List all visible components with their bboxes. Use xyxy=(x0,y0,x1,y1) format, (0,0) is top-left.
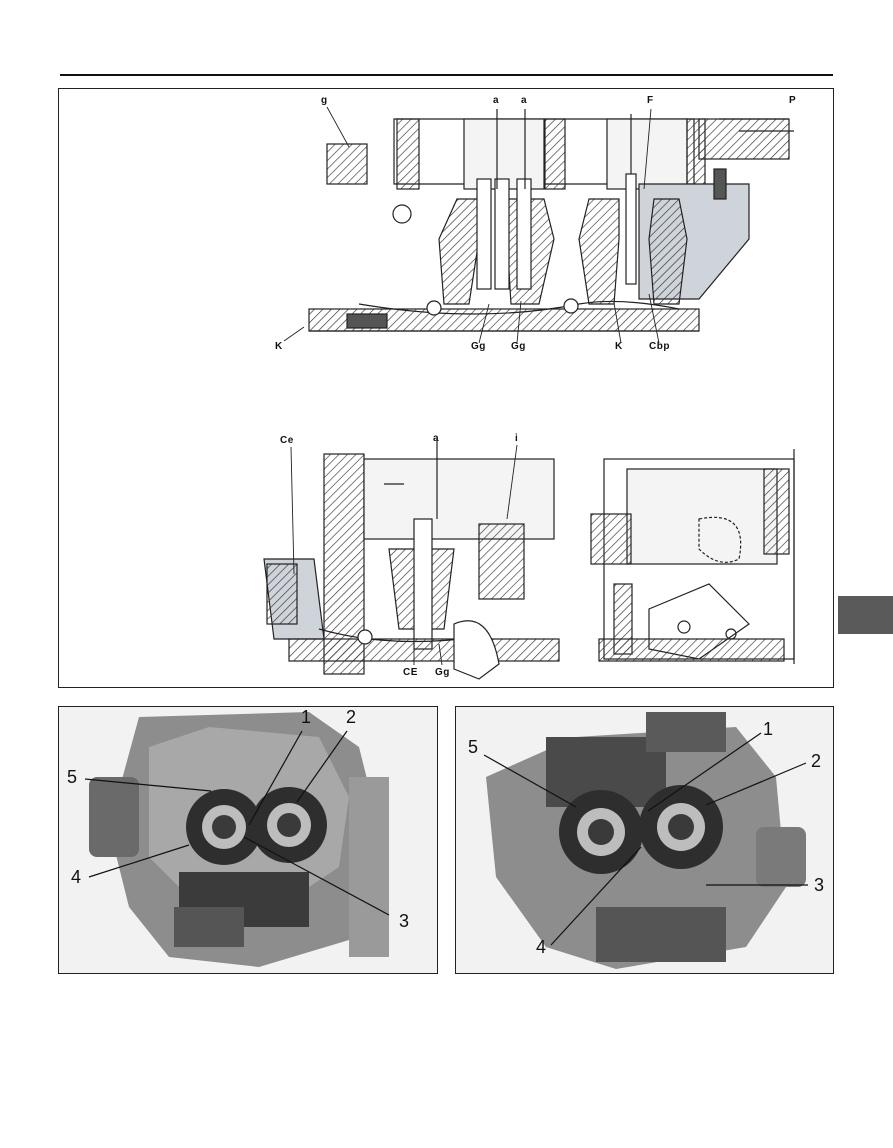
label-CE: CE xyxy=(403,667,418,678)
label-P: P xyxy=(789,95,797,106)
label-Gg-lower: Gg xyxy=(435,667,450,678)
right-callout-2: 2 xyxy=(811,751,822,771)
label-Cbp: Cbp xyxy=(649,341,670,352)
label-Gg-1: Gg xyxy=(471,341,486,352)
lower-section-right xyxy=(590,449,795,664)
label-a-2: a xyxy=(521,95,528,106)
left-callout-3: 3 xyxy=(399,911,410,931)
photo-right-image xyxy=(456,707,833,973)
label-Ce: Ce xyxy=(280,435,294,446)
photo-right: 1 2 3 4 5 xyxy=(455,706,834,974)
right-callout-1: 1 xyxy=(763,719,774,739)
right-callout-5: 5 xyxy=(468,737,479,757)
label-Gg-2: Gg xyxy=(511,341,526,352)
label-i: i xyxy=(515,433,519,444)
header-rule xyxy=(60,74,833,76)
left-callout-5: 5 xyxy=(67,767,78,787)
photo-left: 1 2 3 4 5 xyxy=(58,706,438,974)
left-callout-4: 4 xyxy=(71,867,82,887)
label-a-1: a xyxy=(493,95,500,106)
right-callout-3: 3 xyxy=(814,875,825,895)
upper-section xyxy=(308,99,799,349)
label-K-left: K xyxy=(275,341,283,352)
label-F: F xyxy=(647,95,654,106)
photo-left-image xyxy=(59,707,437,973)
cross-section-figure: g a a F P K Gg Gg K Cbp Ce a i CE Gg xyxy=(58,88,834,688)
left-callout-1: 1 xyxy=(301,707,312,727)
left-callout-2: 2 xyxy=(346,707,357,727)
right-callout-4: 4 xyxy=(536,937,547,957)
lower-section-left xyxy=(263,439,560,680)
label-g: g xyxy=(321,95,328,106)
chapter-tab xyxy=(838,596,893,634)
label-a-lower: a xyxy=(433,433,440,444)
label-K-right: K xyxy=(615,341,623,352)
carburettor-section-drawing xyxy=(263,99,799,680)
